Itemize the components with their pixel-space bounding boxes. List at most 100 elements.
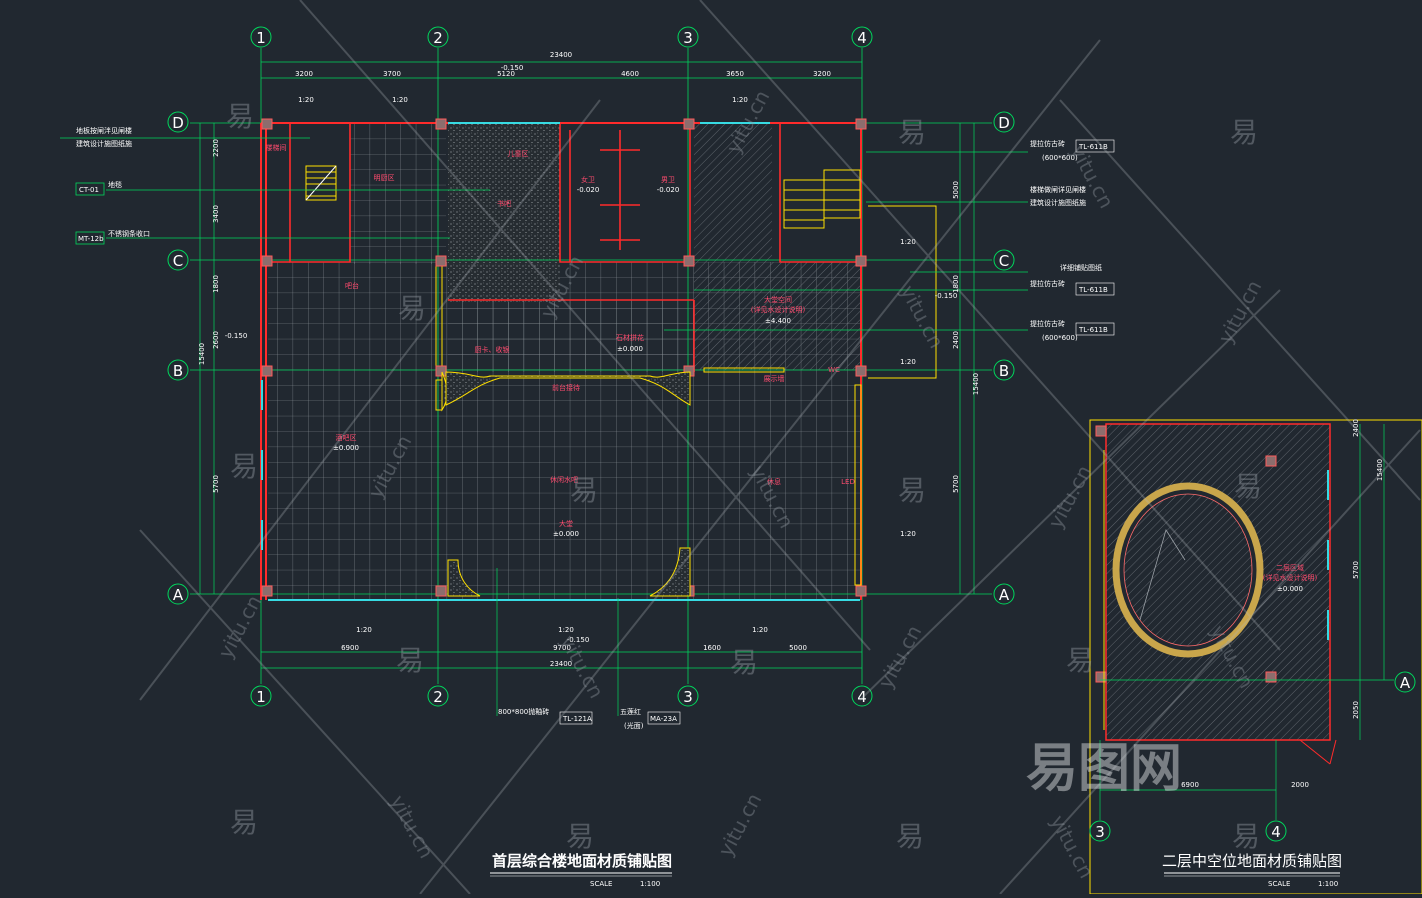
dim-bottom-level: -0.150	[567, 636, 590, 644]
grid-col-3-top: 3	[683, 29, 693, 47]
watermark-glyph: 易	[230, 806, 258, 839]
structural-columns	[261, 118, 867, 597]
room-mens-wc-level: -0.020	[657, 186, 680, 194]
inset-dim-right-1: 2400	[1352, 419, 1360, 437]
dim-left-total: 15400	[198, 343, 206, 365]
room-book-bar: 书吧	[497, 199, 511, 208]
watermark-glyph: 易	[226, 100, 254, 133]
grid-col-1-top: 1	[256, 29, 266, 47]
upper-left-tile-floor	[350, 124, 446, 264]
watermark-glyph: 易	[896, 820, 924, 853]
grid-col-4-top: 4	[857, 29, 867, 47]
watermark-glyph: 易	[570, 474, 598, 507]
grid-row-c-left: C	[173, 252, 183, 270]
right-section-boxes	[868, 205, 937, 379]
dim-right-seg-3: 2400	[952, 331, 960, 349]
dim-top-seg-4: 4600	[621, 70, 639, 78]
left-tag-1-text: 地毯	[108, 180, 122, 189]
grid-row-a-left: A	[173, 586, 184, 604]
right-note-3: 详细铺贴图纸	[1060, 263, 1102, 272]
dim-right-seg-2: 1800	[952, 275, 960, 293]
right-tag-3-text: 提拉仿古砖	[1030, 319, 1065, 328]
room-rest: 休息	[767, 477, 781, 486]
dim-bottom-seg-2: 9700	[553, 644, 571, 652]
dim-bottom-scale-3: 1:20	[752, 626, 768, 634]
bottom-stone-text: 五莲红	[620, 707, 641, 716]
inset-room-sub: (详见水设计说明)	[1263, 573, 1318, 582]
dim-left-seg-1: 2200	[212, 139, 220, 157]
top-dimensions: 23400 -0.150 3200 3700 5120 4600 3650 32…	[295, 51, 831, 104]
dim-top-level: -0.150	[501, 64, 524, 72]
room-display-wall: 展示墙	[764, 374, 785, 383]
left-tag-1: CT-01	[79, 186, 99, 194]
bottom-annotations: 800*800抛釉砖 TL-121A 五莲红 (光面) MA-23A	[498, 707, 681, 730]
dim-bottom-scale-1: 1:20	[356, 626, 372, 634]
watermark-glyph: 易	[396, 644, 424, 677]
room-stairwell: 楼梯间	[266, 143, 287, 152]
room-womens-wc-level: -0.020	[577, 186, 600, 194]
inset-room: 二层区域	[1276, 563, 1304, 572]
grid-bubble-labels: 1 2 3 4 1 2 3 4 D C B A D C B A	[172, 29, 1010, 706]
dim-right-scale-2: 1:20	[900, 358, 916, 366]
interior-walls	[266, 123, 860, 372]
dim-left-level: -0.150	[225, 332, 248, 340]
dim-right-seg-4: 5700	[952, 475, 960, 493]
right-tag-1-size: (600*600)	[1042, 154, 1078, 162]
right-tag-3-size: (600*600)	[1042, 334, 1078, 342]
inset-scale-label: SCALE	[1268, 880, 1290, 888]
right-note-2-line-2: 建筑设计施图纸施	[1030, 198, 1086, 207]
watermark-domain: yitu.cn	[1043, 461, 1096, 532]
dim-bottom-seg-4: 5000	[789, 644, 807, 652]
watermark-glyph: 易	[398, 292, 426, 325]
watermark-domain: yitu.cn	[713, 789, 766, 860]
watermark-glyph: 易	[1230, 116, 1258, 149]
watermark-glyph: 易	[1234, 470, 1262, 503]
dim-top-scale-2: 1:20	[392, 96, 408, 104]
inset-grid-col-4: 4	[1271, 823, 1281, 841]
dim-bottom-seg-1: 6900	[341, 644, 359, 652]
right-tag-2: TL-611B	[1078, 286, 1108, 294]
grid-row-d-right: D	[998, 114, 1010, 132]
room-lobby-space-sub: (详见水设计说明)	[751, 305, 806, 314]
dim-left-seg-4: 2600	[212, 331, 220, 349]
dim-left-seg-3: 1800	[212, 275, 220, 293]
watermark-glyph: 易	[898, 116, 926, 149]
room-wc: WC	[828, 366, 840, 374]
glass-curtain-wall	[261, 122, 860, 601]
left-tag-2: MT-12b	[78, 235, 104, 243]
watermark-glyph: 易	[730, 646, 758, 679]
left-note-1-line-2: 建筑设计施图纸施	[76, 139, 132, 148]
room-bar-zone-level: ±0.000	[333, 444, 359, 452]
leader-lines	[60, 137, 1028, 716]
watermark-glyph: 易	[898, 474, 926, 507]
room-womens-wc: 女卫	[581, 175, 595, 184]
grid-row-d-left: D	[172, 114, 184, 132]
room-mens-wc: 男卫	[661, 176, 675, 184]
watermark-diagonals	[139, 0, 1421, 895]
left-note-1-line-1: 地板按闸泮见闸楼	[76, 126, 132, 135]
inset-grid-row-a: A	[1400, 674, 1411, 692]
bottom-tile-tag: TL-121A	[562, 715, 592, 723]
room-bar-zone: 酒吧区	[336, 434, 357, 442]
room-lobby-level: ±0.000	[553, 530, 579, 538]
main-scale-value: 1:100	[640, 880, 660, 888]
room-stone-pattern: 石材拼花	[616, 333, 644, 342]
room-cashier: 厨卡、收银	[475, 345, 510, 354]
left-annotations: 地板按闸泮见闸楼 建筑设计施图纸施 CT-01 地毯 MT-12b 不锈钢条收口	[75, 126, 150, 245]
right-dimensions: 5000 1800 2400 5700 15400 -0.150 1:20 1:…	[900, 181, 980, 538]
inset-grid-col-3: 3	[1095, 823, 1105, 841]
bottom-tile-text: 800*800抛釉砖	[498, 707, 549, 716]
right-annotations: 提拉仿古砖 TL-611B (600*600) 楼梯做闸详见闸楼 建筑设计施图纸…	[1030, 139, 1115, 342]
dim-right-total: 15400	[972, 373, 980, 395]
watermark-glyphs: 易 易 易 易 易 易 易 易 易 易 易 易 易 易 易	[226, 100, 1262, 853]
room-stone-pattern-level: ±0.000	[617, 345, 643, 353]
dim-left-seg-5: 5700	[212, 475, 220, 493]
inset-dim-bottom-2: 2000	[1291, 781, 1309, 789]
room-led: LED	[841, 478, 855, 486]
right-stair	[783, 169, 861, 229]
dim-bottom-scale-2: 1:20	[558, 626, 574, 634]
cashier-tile-floor	[448, 300, 694, 372]
room-kids-area: 儿童区	[508, 149, 529, 158]
right-tag-1-text: 提拉仿古砖	[1030, 139, 1065, 148]
